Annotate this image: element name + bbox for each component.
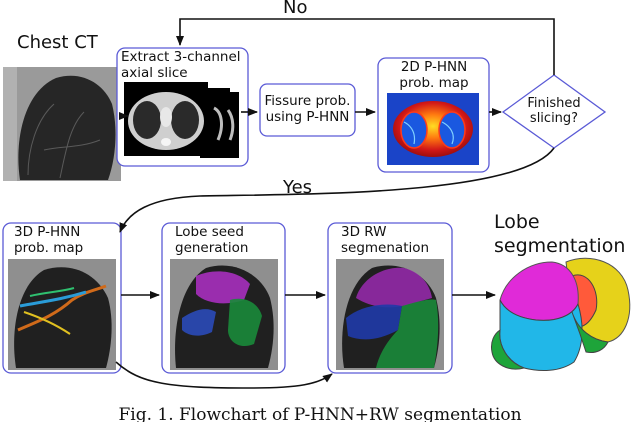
chest-ct-image: [3, 67, 121, 181]
phnn-2d-label: 2D P-HNN prob. map: [399, 59, 469, 91]
arrow-yes-to-3d: [119, 147, 555, 233]
extract-slice-box: [116, 47, 249, 167]
phnn-3d-box: [2, 222, 122, 374]
fissure-prob-label: Fissure prob. using P-HNN: [264, 93, 351, 125]
seed-generation-box: [161, 222, 286, 374]
fissure-prob-box: [259, 83, 356, 137]
arrow-no-loop: [176, 18, 555, 75]
yes-edge-label: Yes: [283, 177, 313, 198]
lobe-3d-render: [491, 257, 631, 371]
rw-segmentation-label: 3D RW segmenation: [341, 224, 430, 256]
phnn-2d-box: [377, 57, 490, 173]
seed-generation-label: Lobe seed generation: [175, 224, 249, 256]
phnn-3d-label: 3D P-HNN prob. map: [14, 224, 84, 256]
input-label: Chest CT: [17, 32, 98, 53]
figure-caption: Fig. 1. Flowchart of P-HNN+RW segmentati…: [118, 405, 522, 422]
arrow-3d-to-rw-bypass: [115, 361, 333, 389]
output-label: Lobe segmentation: [494, 211, 626, 257]
no-edge-label: No: [283, 0, 308, 18]
extract-box-label: Extract 3-channel axial slice: [121, 49, 241, 81]
rw-segmentation-box: [327, 222, 453, 374]
decision-label: Finished slicing?: [527, 96, 581, 126]
